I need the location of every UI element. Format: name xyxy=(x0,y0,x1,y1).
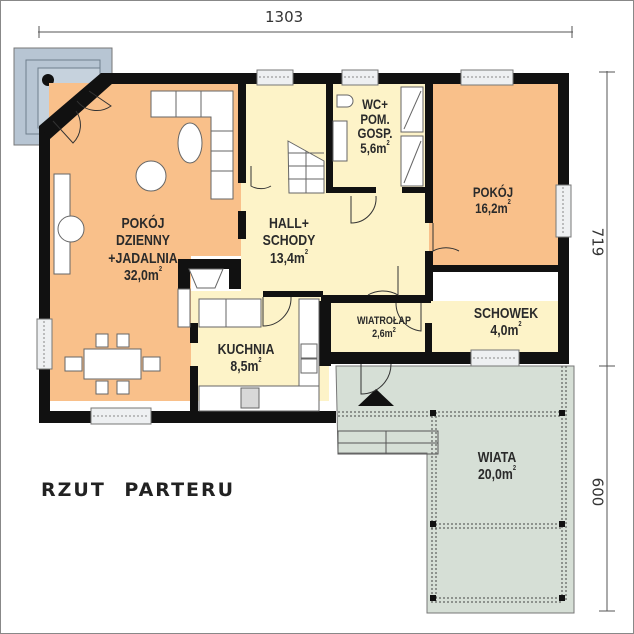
room-area: 5,6m2 xyxy=(352,140,398,157)
area-value: 4,0m xyxy=(490,322,519,340)
room-area: 16,2m2 xyxy=(460,199,526,217)
room-area: 8,5m2 xyxy=(209,357,283,376)
room-name-line: SCHODY xyxy=(262,232,316,250)
room-area: 32,0m2 xyxy=(86,265,201,284)
room-area: 13,4m2 xyxy=(256,248,322,267)
dimension-height-lower: 600 xyxy=(588,477,607,507)
dimension-height-upper: 719 xyxy=(588,227,607,257)
area-value: 32,0m xyxy=(123,266,159,284)
area-unit-sup: 2 xyxy=(304,248,309,256)
vestibule-floor xyxy=(329,301,431,353)
room-area: 4,0m2 xyxy=(465,321,547,340)
room-name-line: HALL+ xyxy=(269,215,309,232)
room-name-line: POM. xyxy=(360,110,390,127)
room-name-line: WIATROŁAP xyxy=(357,315,411,327)
area-unit-sup: 2 xyxy=(392,326,396,334)
carport-area xyxy=(335,365,575,614)
hall-floor-right xyxy=(329,191,429,301)
door-swings xyxy=(52,90,460,395)
area-value: 2,6m xyxy=(372,327,393,340)
room-label-wc: WC+ POM. GOSP. 5,6m2 xyxy=(352,97,398,156)
room-area: 2,6m2 xyxy=(347,326,421,341)
room-name-line: SCHOWEK xyxy=(473,305,539,322)
room-area: 20,0m2 xyxy=(464,465,530,484)
room-name-line: WC+ xyxy=(362,96,388,112)
area-value: 5,6m xyxy=(360,140,387,157)
dimension-width: 1303 xyxy=(265,8,304,26)
entrance-arrow-icon xyxy=(358,389,394,406)
windows xyxy=(36,69,572,425)
room-label-kitchen: KUCHNIA 8,5m2 xyxy=(209,341,283,376)
room-label-vestibule: WIATROŁAP 2,6m2 xyxy=(347,315,421,340)
area-unit-sup: 2 xyxy=(518,321,522,329)
room-label-hall: HALL+ SCHODY 13,4m2 xyxy=(256,215,322,267)
area-unit-sup: 2 xyxy=(158,265,163,273)
room-label-storage: SCHOWEK 4,0m2 xyxy=(465,305,547,340)
room-label-living: POKÓJ DZIENNY +JADALNIA 32,0m2 xyxy=(86,215,201,284)
area-unit-sup: 2 xyxy=(507,199,511,207)
storage-floor xyxy=(431,301,559,353)
room-name-line: +JADALNIA xyxy=(108,249,178,267)
area-unit-sup: 2 xyxy=(258,357,262,365)
area-value: 13,4m xyxy=(269,249,305,267)
room-name-line: POKÓJ xyxy=(472,184,514,200)
area-unit-sup: 2 xyxy=(386,140,390,148)
room-floor xyxy=(429,83,559,269)
room-name-line: GOSP. xyxy=(357,125,393,142)
room-label-room: POKÓJ 16,2m2 xyxy=(460,184,526,216)
area-value: 8,5m xyxy=(230,358,259,376)
area-unit-sup: 2 xyxy=(512,465,517,473)
room-label-carport: WIATA 20,0m2 xyxy=(464,449,530,484)
room-name-line: DZIENNY xyxy=(116,232,170,250)
room-name-line: WIATA xyxy=(477,449,517,466)
room-name-line: KUCHNIA xyxy=(217,341,275,358)
dimension-lines xyxy=(38,26,615,612)
plan-title: RZUT PARTERU xyxy=(41,479,236,501)
furniture xyxy=(53,86,424,412)
room-name-line: POKÓJ xyxy=(121,215,165,232)
area-value: 16,2m xyxy=(475,200,508,217)
area-value: 20,0m xyxy=(477,466,513,484)
